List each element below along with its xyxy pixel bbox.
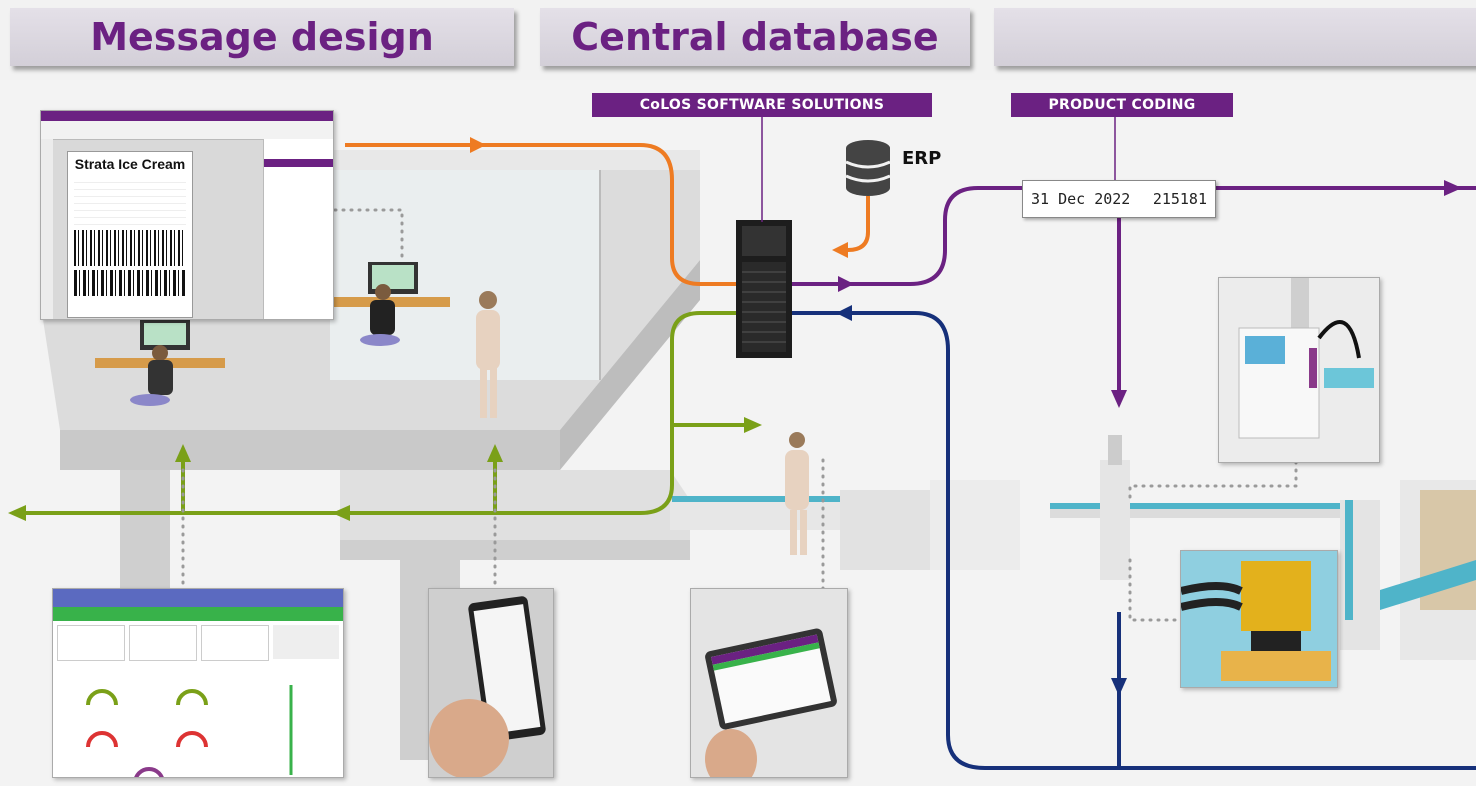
green-arrow-up-2: [487, 444, 503, 462]
barcode-2: [74, 270, 186, 296]
orange-flow: [345, 143, 870, 286]
tag-colos-software-solutions: CoLOS SOFTWARE SOLUTIONS: [592, 93, 932, 117]
green-arrow-up-1: [175, 444, 191, 462]
purple-arrow-3: [1111, 390, 1127, 408]
header-message-design: Message design: [10, 8, 514, 66]
code-date: 31 Dec 2022: [1031, 190, 1131, 208]
dashboard-tiles: [53, 621, 343, 665]
label-preview: Strata Ice Cream: [67, 151, 193, 318]
header-blank: [994, 8, 1476, 66]
purple-arrow-1: [838, 276, 854, 292]
smartphone-screenshot: [428, 588, 554, 778]
app-toolbar: [41, 139, 53, 319]
dotted-connectors: [181, 208, 1298, 622]
conveyor-right: [1050, 435, 1476, 660]
code-batch: 215181: [1152, 190, 1207, 208]
database-icon: [845, 140, 891, 196]
orange-arrow-2: [832, 242, 848, 258]
header-central-database: Central database: [540, 8, 970, 66]
server-rack: [736, 220, 792, 358]
barcode-1: [74, 230, 186, 266]
label-title: Strata Ice Cream: [74, 156, 186, 172]
tag-product-coding: PRODUCT CODING: [1011, 93, 1233, 117]
tablet-illustration: [691, 589, 847, 777]
erp-label: ERP: [902, 148, 942, 169]
dashboard-screenshot: [52, 588, 344, 778]
label-designer-screenshot: Strata Ice Cream: [40, 110, 334, 320]
desks: [95, 262, 500, 418]
app-ribbon: [41, 121, 333, 140]
green-arrow-right: [744, 417, 762, 433]
navy-arrow-1: [836, 305, 852, 321]
printer-illustration: [1219, 278, 1379, 462]
orange-arrow-1: [470, 137, 486, 153]
vision-camera-photo: [1180, 550, 1338, 688]
dashboard-status-bar: [53, 607, 343, 621]
green-arrow-mid: [332, 505, 350, 521]
phone-illustration: [429, 589, 553, 777]
app-properties-panel: [263, 139, 333, 319]
printer-photo: [1218, 277, 1380, 463]
green-arrow-left: [8, 505, 26, 521]
purple-arrow-2: [1444, 180, 1462, 196]
dashboard-gauges: [86, 685, 293, 777]
camera-illustration: [1181, 551, 1337, 687]
label-fields: [74, 176, 186, 226]
product-code-sample: 31 Dec 2022 215181: [1022, 180, 1216, 218]
dashboard-title-bar: [53, 589, 343, 607]
tablet-screenshot: [690, 588, 848, 778]
app-title-bar: [41, 111, 333, 121]
purple-flow: [792, 186, 1476, 390]
navy-arrow-2: [1111, 678, 1127, 696]
